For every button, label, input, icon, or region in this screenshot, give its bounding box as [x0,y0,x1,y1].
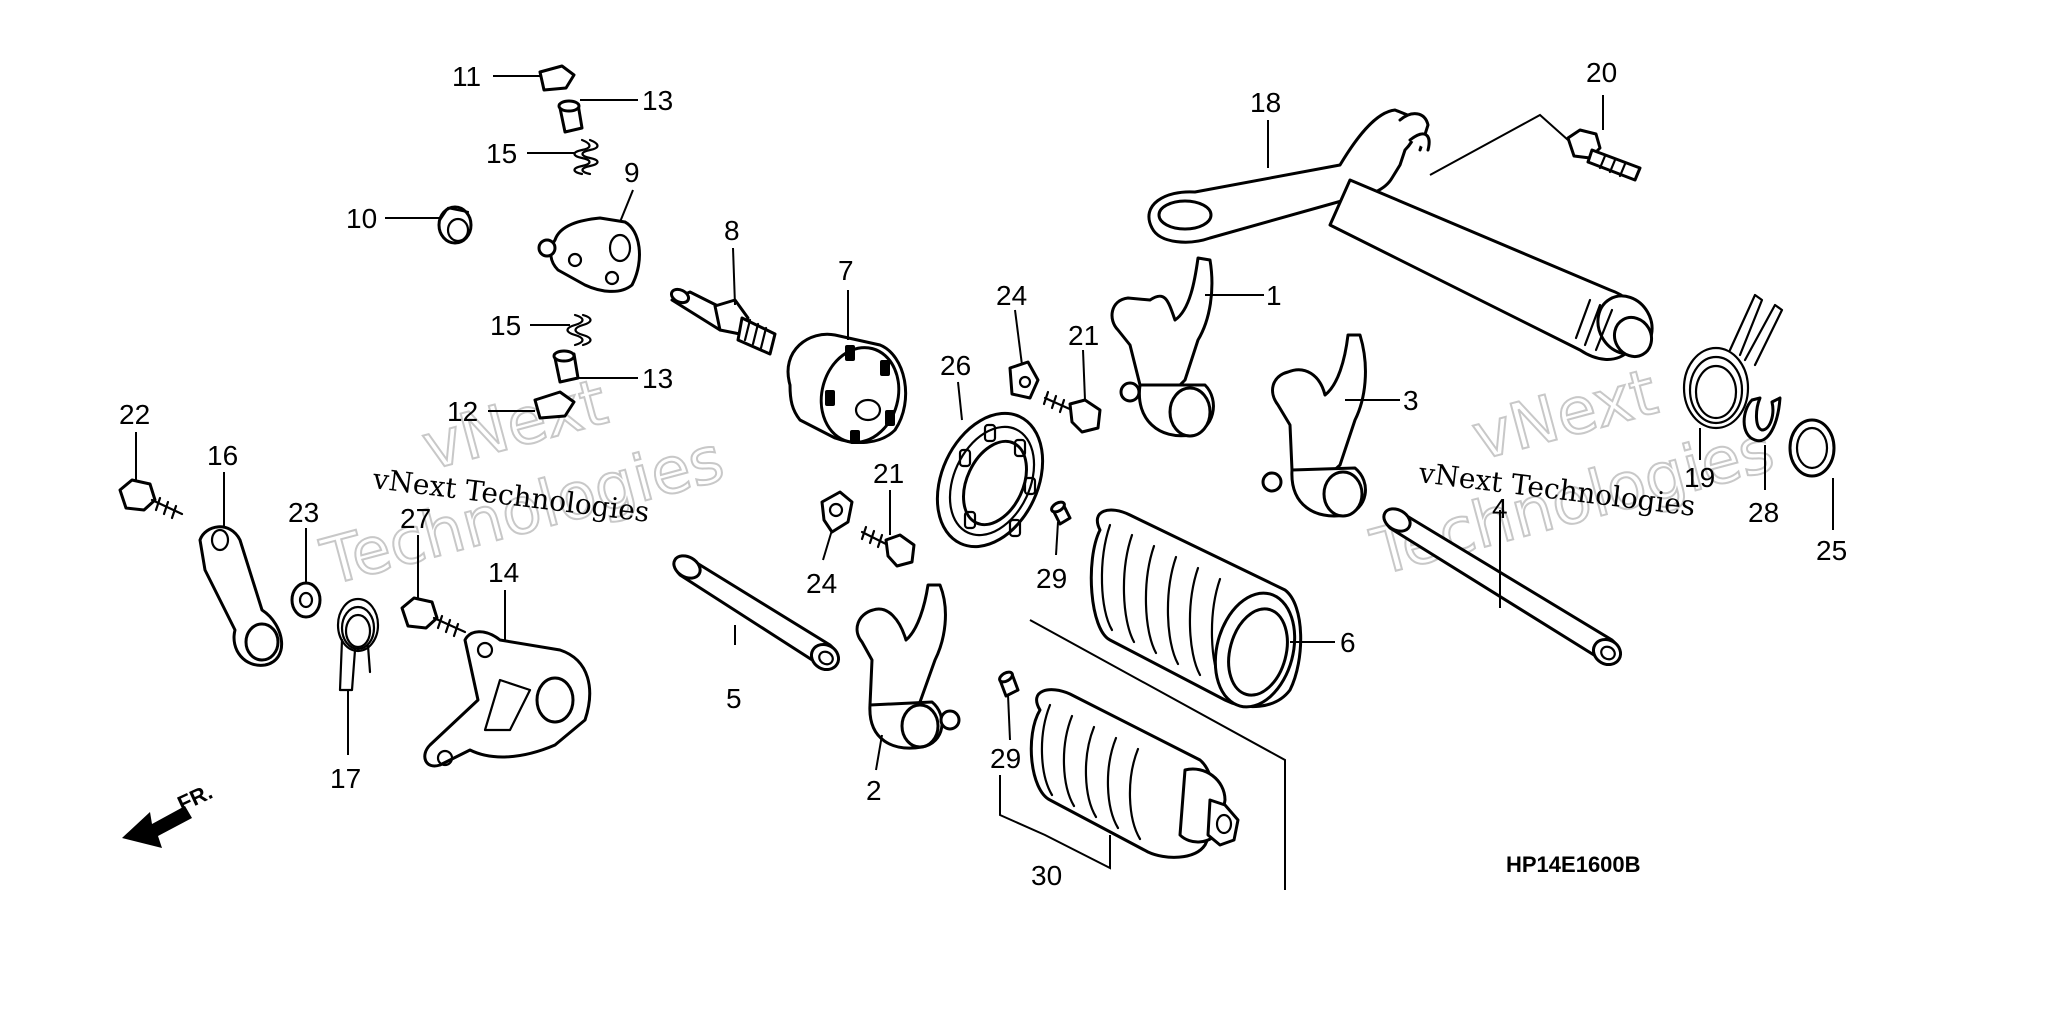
callout-22: 22 [119,399,150,430]
watermark-left: vNext Technologies vNext Technologies [313,365,732,602]
part-18-gearshift-spindle[interactable] [1147,108,1663,364]
callout-25: 25 [1816,535,1847,566]
part-8-shaft-bolt[interactable] [669,287,777,356]
callout-17: 17 [330,763,361,794]
callout-12: 12 [447,396,478,427]
callout-24-upper: 24 [996,280,1027,311]
part-12-shoe[interactable] [533,390,576,420]
callout-14: 14 [488,557,519,588]
arrow-icon [122,806,192,848]
callout-13-lower: 13 [642,363,673,394]
part-19-spring[interactable] [1682,293,1784,430]
callout-2: 2 [866,775,882,806]
callout-5: 5 [726,683,742,714]
part-3-shift-fork[interactable] [1261,333,1367,518]
callout-24-lower: 24 [806,568,837,599]
part-13-pin-upper[interactable] [557,99,584,134]
part-27-bolt[interactable] [400,596,467,638]
part-10-cap[interactable] [437,205,473,245]
watermark-right: vNext Technologies vNext Technologies [1363,355,1782,592]
callout-18: 18 [1250,87,1281,118]
callout-20: 20 [1586,57,1617,88]
callout-19: 19 [1684,462,1715,493]
callout-7: 7 [838,255,854,286]
callout-28: 28 [1748,497,1779,528]
part-28-snap-ring[interactable] [1742,396,1782,443]
part-2-shift-fork[interactable] [855,583,961,750]
part-15-spring-upper[interactable] [573,138,599,176]
callout-1: 1 [1266,280,1282,311]
front-direction-arrow: FR. [122,779,216,848]
callout-8: 8 [724,215,740,246]
part-9-stopper-body[interactable] [537,216,641,293]
callout-29-lower: 29 [990,743,1021,774]
callout-4: 4 [1492,493,1508,524]
part-21-bolt-upper[interactable] [1042,390,1102,434]
part-21-bolt-lower[interactable] [860,525,916,568]
part-1-shift-fork[interactable] [1110,256,1215,438]
part-14-guide-plate[interactable] [423,630,592,768]
part-24-plate-lower[interactable] [820,490,854,534]
part-11-shoe[interactable] [538,64,576,92]
part-29-pin-lower[interactable] [998,670,1020,698]
part-6-gearshift-drum[interactable] [1089,508,1306,716]
part-29-pin-upper[interactable] [1050,500,1072,526]
part-5-shaft[interactable] [670,551,843,674]
part-20-bolt[interactable] [1566,128,1642,182]
callout-11: 11 [452,61,481,92]
part-16-gearshift-arm[interactable] [198,525,283,667]
callout-21-upper: 21 [1068,320,1099,351]
callout-21-lower: 21 [873,458,904,489]
part-15-spring-lower[interactable] [566,313,592,347]
callout-13-upper: 13 [642,85,673,116]
diagram-code: HP14E1600B [1506,852,1641,877]
callout-16: 16 [207,440,238,471]
callout-labels: 1 2 3 4 5 6 7 8 9 10 11 12 13 13 14 15 1… [119,57,1847,891]
callout-15-lower: 15 [490,310,521,341]
leader-lines [135,75,1834,870]
part-4-shaft[interactable] [1380,504,1625,669]
part-7-drum-center[interactable] [786,332,909,451]
callout-6: 6 [1340,627,1356,658]
part-13-pin-lower[interactable] [552,349,580,384]
callout-29-upper: 29 [1036,563,1067,594]
part-30-drum-assembly[interactable] [1029,619,1286,890]
part-17-return-spring[interactable] [336,597,380,692]
callout-27: 27 [400,503,431,534]
callout-9: 9 [624,157,640,188]
part-25-washer[interactable] [1788,418,1836,478]
part-24-plate-upper[interactable] [1008,360,1040,400]
callout-30: 30 [1031,860,1062,891]
part-26-bearing[interactable] [917,396,1063,563]
part-22-bolt[interactable] [118,478,184,520]
part-23-washer[interactable] [290,581,322,619]
callout-23: 23 [288,497,319,528]
callout-10: 10 [346,203,377,234]
callout-3: 3 [1403,385,1419,416]
callout-26: 26 [940,350,971,381]
callout-15-upper: 15 [486,138,517,169]
